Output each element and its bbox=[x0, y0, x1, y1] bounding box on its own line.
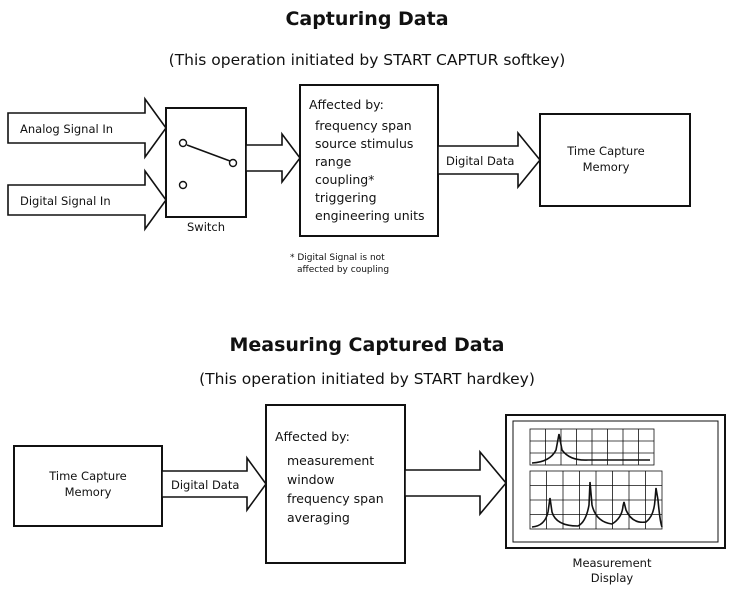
measure-digital-data-arrow bbox=[161, 455, 267, 513]
lower-trace bbox=[531, 481, 663, 528]
upper-trace bbox=[531, 433, 650, 464]
switch-label: Switch bbox=[187, 220, 225, 234]
time-capture-memory-line: Time Capture bbox=[566, 144, 645, 158]
capture-footnote: affected by coupling bbox=[297, 265, 389, 275]
measure-affected-item: averaging bbox=[287, 510, 350, 525]
switch-symbol bbox=[178, 138, 238, 190]
capture-affected-item: source stimulus bbox=[315, 136, 413, 151]
capture-output-label: Digital Data bbox=[446, 154, 514, 168]
digital-input-label: Digital Signal In bbox=[20, 194, 111, 208]
analog-input-label: Analog Signal In bbox=[20, 122, 113, 136]
capture-affected-item: coupling* bbox=[315, 172, 374, 187]
measure-title: Measuring Captured Data bbox=[229, 334, 504, 356]
measurement-display-frame bbox=[505, 414, 726, 549]
time-capture-memory-source-line: Memory bbox=[65, 485, 112, 499]
digital-input-arrow bbox=[7, 168, 167, 232]
measure-subtitle: (This operation initiated by START hardk… bbox=[199, 370, 535, 388]
capture-affected-item: frequency span bbox=[315, 118, 412, 133]
capture-footnote: * Digital Signal is not bbox=[290, 253, 385, 263]
capture-subtitle: (This operation initiated by START CAPTU… bbox=[169, 51, 566, 69]
to-display-arrow bbox=[404, 449, 508, 517]
measurement-display-screen bbox=[512, 420, 719, 543]
capture-title: Capturing Data bbox=[285, 8, 448, 30]
measure-affected-item: window bbox=[287, 472, 334, 487]
time-capture-memory-source-box bbox=[13, 445, 163, 527]
measure-affected-box bbox=[265, 404, 406, 564]
upper-trace-panel bbox=[529, 428, 655, 466]
measurement-display-label: Display bbox=[591, 571, 634, 585]
digital-data-arrow bbox=[437, 130, 542, 190]
capture-affected-heading: Affected by: bbox=[309, 97, 384, 112]
switch-to-processing-arrow bbox=[245, 131, 301, 185]
time-capture-memory-line: Memory bbox=[583, 160, 630, 174]
measure-transfer-label: Digital Data bbox=[171, 478, 239, 492]
measure-affected-heading: Affected by: bbox=[275, 429, 350, 444]
capture-affected-item: range bbox=[315, 154, 352, 169]
measure-affected-item: measurement bbox=[287, 453, 374, 468]
lower-trace-panel bbox=[529, 470, 663, 530]
capture-affected-item: engineering units bbox=[315, 208, 425, 223]
measurement-display-label: Measurement bbox=[573, 556, 652, 570]
time-capture-memory-box bbox=[539, 113, 691, 207]
time-capture-memory-source-line: Time Capture bbox=[48, 469, 127, 483]
analog-input-arrow bbox=[7, 96, 167, 160]
measure-affected-item: frequency span bbox=[287, 491, 384, 506]
capture-affected-item: triggering bbox=[315, 190, 377, 205]
